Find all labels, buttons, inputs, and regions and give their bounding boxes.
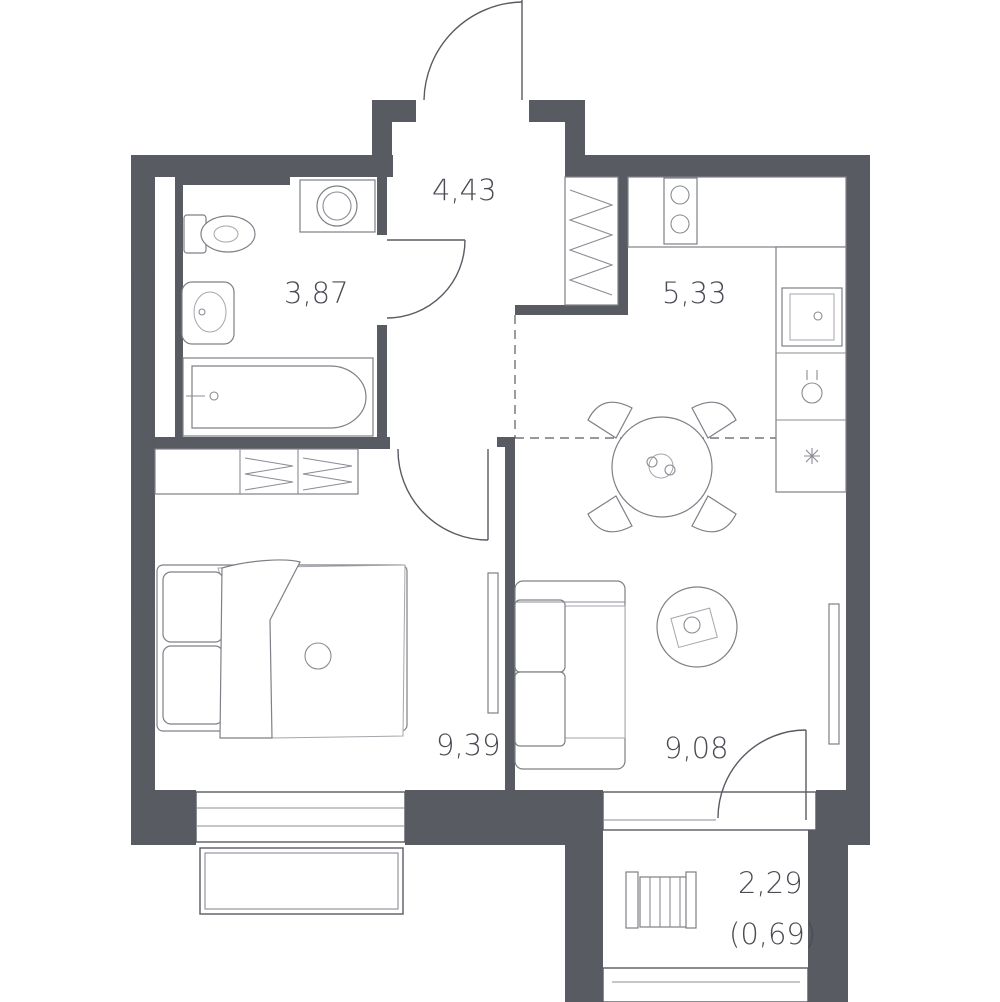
kitchen-sink bbox=[781, 287, 843, 347]
balcony-reduced-area-label: (0,69) bbox=[729, 917, 816, 951]
hallway-area-label: 4,43 bbox=[432, 173, 497, 207]
bathtub bbox=[182, 357, 374, 437]
exterior-walls bbox=[131, 100, 870, 1002]
toilet bbox=[183, 214, 256, 254]
bedroom-tv bbox=[487, 572, 499, 714]
kitchen-area-label: 5,33 bbox=[662, 276, 727, 310]
stove bbox=[663, 177, 698, 245]
interior-walls bbox=[155, 176, 847, 792]
entrance-door bbox=[423, 0, 523, 101]
balcony-door bbox=[717, 729, 807, 820]
dining-table bbox=[611, 416, 713, 518]
balcony-chair bbox=[625, 871, 697, 929]
bathroom-area-label: 3,87 bbox=[284, 276, 349, 310]
coffee-table bbox=[656, 586, 738, 668]
balcony-area-label: 2,29 bbox=[738, 866, 803, 900]
bed bbox=[156, 559, 408, 739]
sink bbox=[181, 281, 235, 345]
dishwasher bbox=[801, 370, 823, 404]
washing-machine bbox=[299, 179, 376, 233]
living-area-label: 9,08 bbox=[664, 731, 729, 765]
bedroom-door bbox=[397, 448, 489, 541]
bedroom-area-label: 9,39 bbox=[436, 728, 501, 762]
hall-wardrobe bbox=[564, 176, 619, 306]
windows bbox=[132, 269, 869, 1002]
dining-chairs bbox=[587, 401, 737, 533]
living-tv bbox=[828, 603, 840, 745]
bedroom-wardrobe bbox=[154, 448, 359, 495]
bathroom-door bbox=[386, 239, 466, 319]
cooktop-marker bbox=[804, 448, 820, 464]
sofa bbox=[514, 580, 626, 770]
